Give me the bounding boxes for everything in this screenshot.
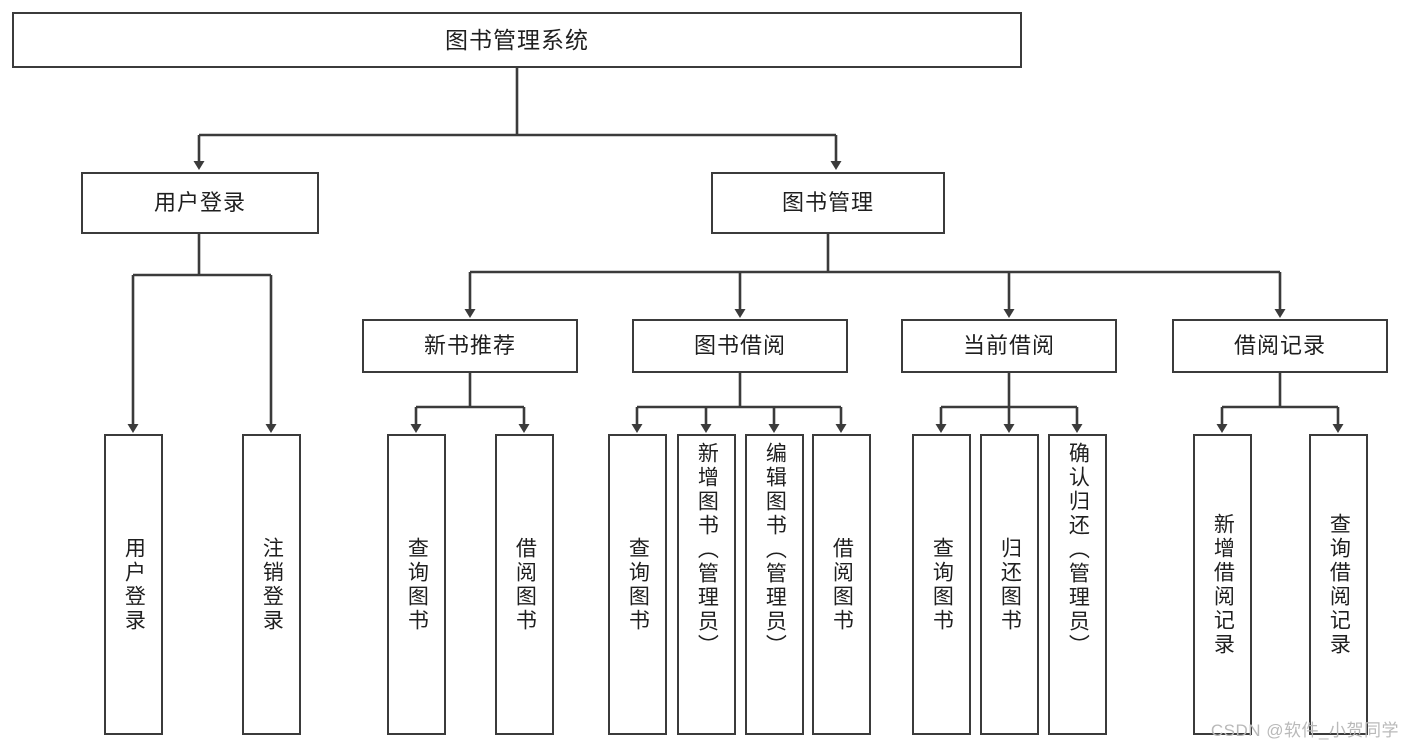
node-label: 图书管理系统 [445,26,589,53]
node-label: 当前借阅 [962,333,1055,359]
node-label: 注销登录 [260,536,284,633]
node-leaf-add-record[interactable]: 新增借阅记录 [1193,434,1252,735]
node-label: 归还图书 [998,536,1022,633]
node-leaf-return-book[interactable]: 归还图书 [980,434,1039,735]
node-label: 查询图书 [405,536,429,633]
node-label: 新书推荐 [423,333,516,359]
node-label: 用户登录 [122,536,146,633]
node-leaf-edit-book[interactable]: 编辑图书（管理员） [745,434,804,735]
node-leaf-confirm-return[interactable]: 确认归还（管理员） [1048,434,1107,735]
node-label: 借阅图书 [830,536,854,633]
node-leaf-logout[interactable]: 注销登录 [242,434,301,735]
node-leaf-borrow-books-1[interactable]: 借阅图书 [495,434,554,735]
node-label: 新增借阅记录 [1211,512,1235,657]
node-book-management[interactable]: 图书管理 [711,172,945,234]
node-new-book-recommend[interactable]: 新书推荐 [362,319,578,373]
node-label: 确认归还（管理员） [1066,442,1090,658]
watermark: CSDN @软件_小贺同学 [1210,721,1399,740]
node-leaf-query-books-3[interactable]: 查询图书 [912,434,971,735]
node-leaf-query-record[interactable]: 查询借阅记录 [1309,434,1368,735]
node-root-book-management-system[interactable]: 图书管理系统 [12,12,1022,68]
node-current-borrow[interactable]: 当前借阅 [901,319,1117,373]
node-leaf-user-login[interactable]: 用户登录 [104,434,163,735]
node-label: 图书管理 [781,190,874,216]
node-book-borrow[interactable]: 图书借阅 [632,319,848,373]
node-leaf-query-books-2[interactable]: 查询图书 [608,434,667,735]
node-label: 查询图书 [930,536,954,633]
node-leaf-borrow-books-2[interactable]: 借阅图书 [812,434,871,735]
node-label: 查询借阅记录 [1327,512,1351,657]
node-leaf-query-books-1[interactable]: 查询图书 [387,434,446,735]
node-label: 图书借阅 [693,333,786,359]
node-label: 借阅记录 [1233,333,1326,359]
node-label: 编辑图书（管理员） [763,442,787,658]
node-user-login[interactable]: 用户登录 [81,172,319,234]
node-leaf-add-book[interactable]: 新增图书（管理员） [677,434,736,735]
node-label: 借阅图书 [513,536,537,633]
node-label: 新增图书（管理员） [695,442,719,658]
node-label: 查询图书 [626,536,650,633]
node-label: 用户登录 [153,190,246,216]
node-borrow-record[interactable]: 借阅记录 [1172,319,1388,373]
